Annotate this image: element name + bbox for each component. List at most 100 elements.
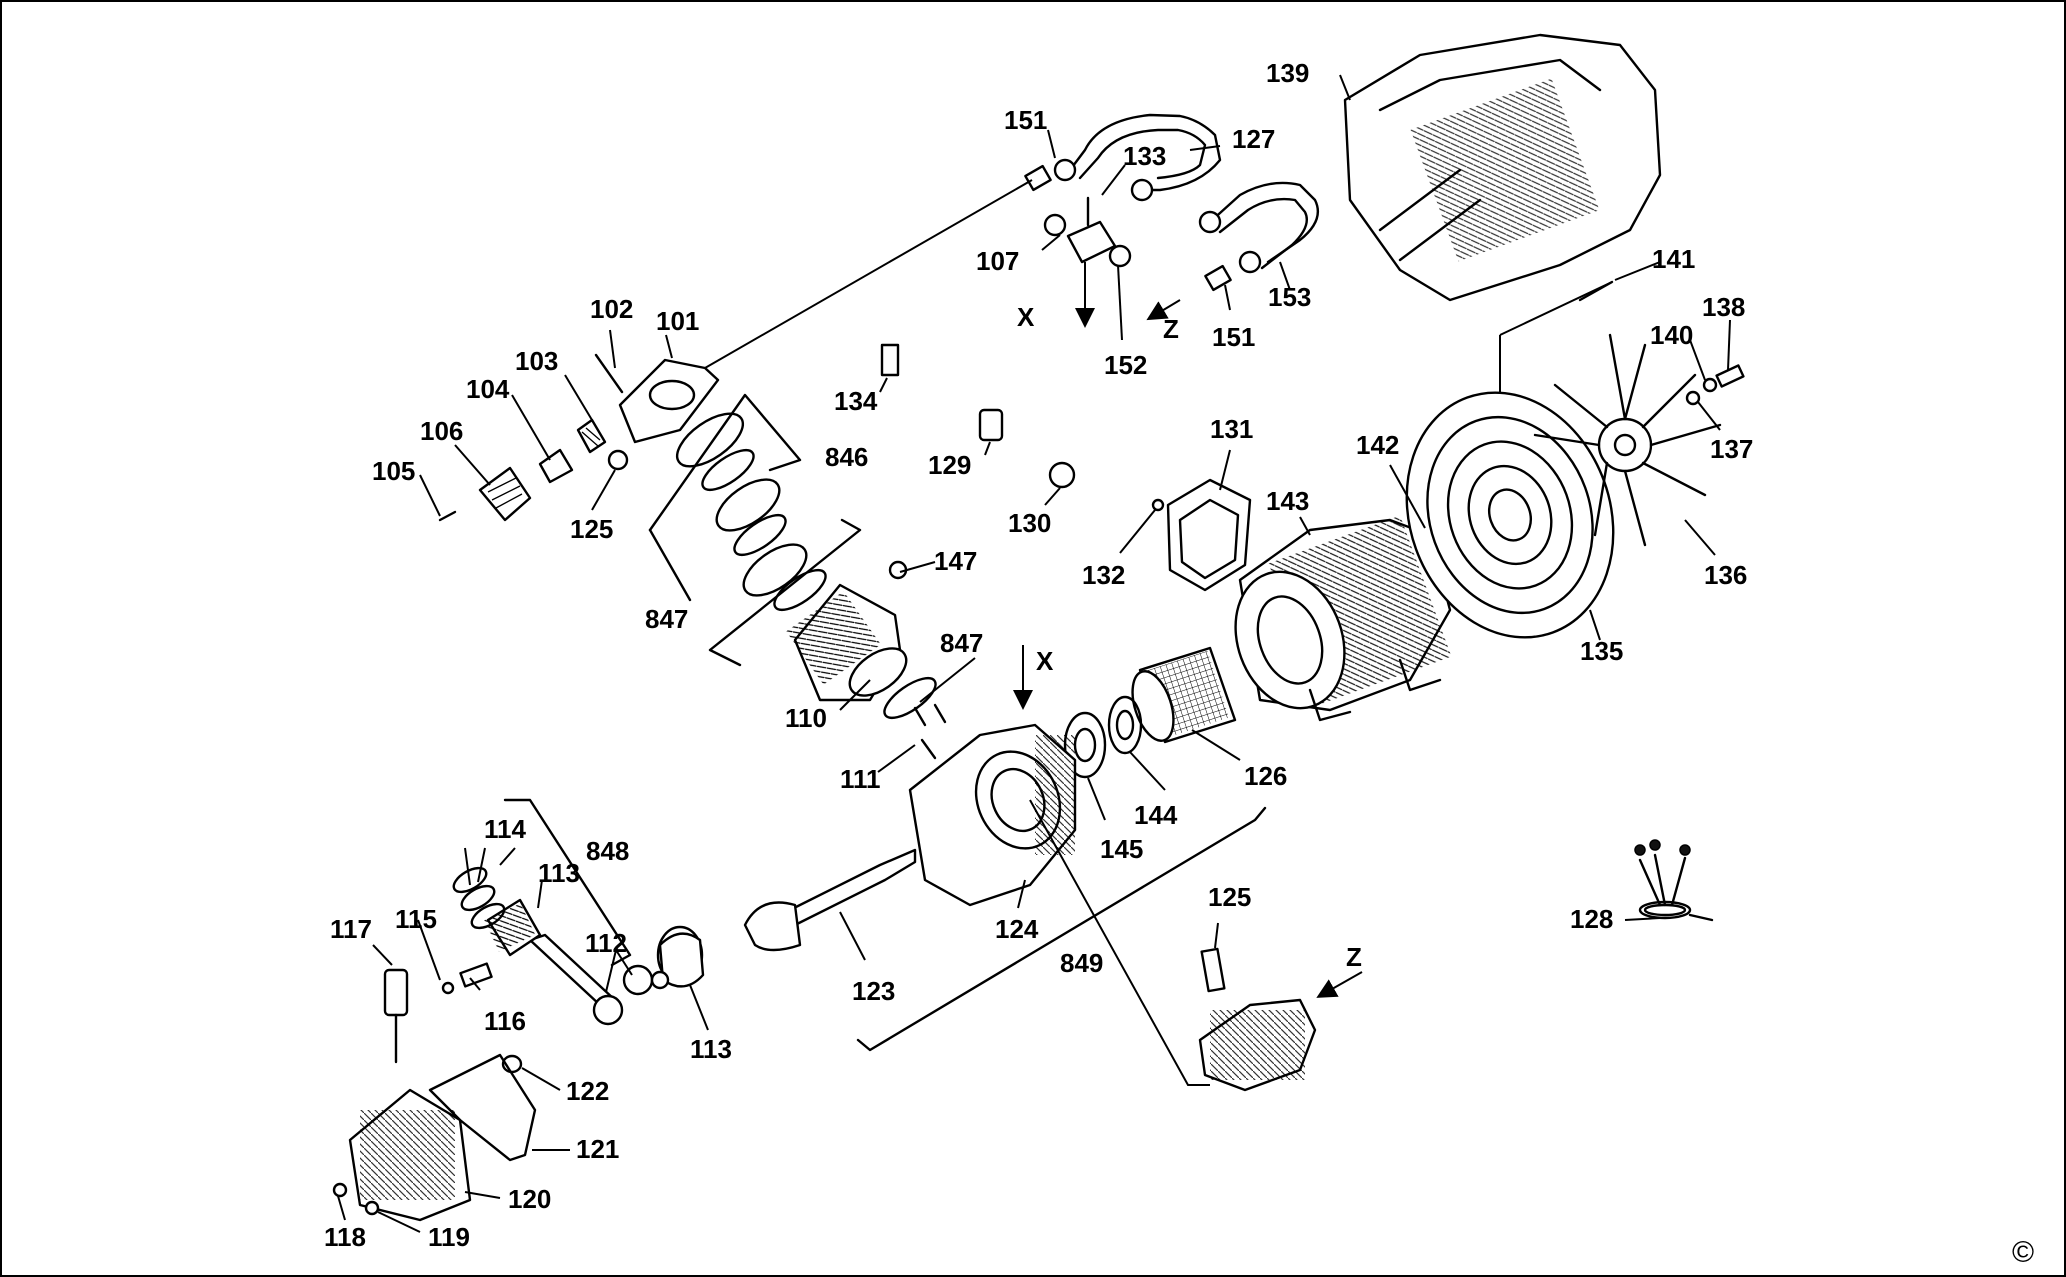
crankcase-group: [441, 645, 1363, 1092]
label-105: 105: [372, 456, 415, 486]
label-128: 128: [1570, 904, 1613, 934]
label-134: 134: [834, 386, 878, 416]
label-118: 118: [324, 1222, 366, 1252]
delivery-tube-group: [704, 113, 1320, 489]
label-101: 101: [656, 306, 699, 336]
label-132: 132: [1082, 560, 1125, 590]
part-138-bolt: [1715, 364, 1745, 388]
fan-cover-group: [1343, 33, 1745, 639]
label-153: 153: [1268, 282, 1311, 312]
label-113a: 113: [538, 858, 580, 888]
label-145: 145: [1100, 834, 1143, 864]
part-118-screw: [332, 1182, 348, 1198]
label-107: 107: [976, 246, 1019, 276]
label-x-cyl: X: [1036, 646, 1054, 676]
part-132-screw: [1151, 498, 1165, 512]
label-133: 133: [1123, 141, 1166, 171]
valve-plate-group: [438, 353, 947, 760]
part-101-head-cap: [618, 358, 720, 444]
label-125a: 125: [570, 514, 613, 544]
part-122-ring: [501, 1054, 523, 1074]
label-120: 120: [508, 1184, 551, 1214]
part-144-washer: [1107, 695, 1143, 755]
label-129: 129: [928, 450, 971, 480]
label-121: 121: [576, 1134, 619, 1164]
part-117-valve: [383, 968, 409, 1017]
label-125b: 125: [1208, 882, 1251, 912]
part-114-ring-2: [460, 884, 496, 912]
part-140-washer: [1702, 377, 1718, 393]
part-846-gasket-4: [733, 513, 787, 557]
part-107-plug: [1043, 213, 1067, 237]
part-153-tube: [1208, 181, 1320, 264]
part-labels: 151 127 133 107 X Z 152 151 153 102 101 …: [324, 58, 2034, 1269]
label-112: 112: [585, 928, 627, 958]
label-139: 139: [1266, 58, 1309, 88]
label-847a: 847: [645, 604, 688, 634]
label-114: 114: [484, 814, 526, 844]
bracket-847: [648, 518, 862, 667]
head-cover-group: [332, 968, 537, 1222]
label-847b: 847: [940, 628, 983, 658]
label-103: 103: [515, 346, 558, 376]
label-142: 142: [1356, 430, 1399, 460]
part-151-fitting-low: [1204, 264, 1232, 292]
label-119: 119: [428, 1222, 470, 1252]
part-127-tube: [1068, 113, 1222, 192]
part-115-clip: [441, 981, 455, 995]
label-106: 106: [420, 416, 463, 446]
label-147: 147: [934, 546, 977, 576]
label-127: 127: [1232, 124, 1275, 154]
label-x-top: X: [1017, 302, 1035, 332]
copyright-mark: ©: [2012, 1236, 2034, 1269]
label-137: 137: [1710, 434, 1753, 464]
part-114-ring-3: [470, 902, 506, 930]
label-846: 846: [825, 442, 868, 472]
part-134: [880, 343, 900, 377]
label-138: 138: [1702, 292, 1745, 322]
part-128-cable: [1634, 839, 1714, 922]
label-151a: 151: [1004, 105, 1047, 135]
part-133-tee: [1066, 220, 1117, 264]
part-846-gasket-3: [715, 478, 781, 532]
bracket-848: [503, 798, 632, 967]
part-102-bolt: [594, 353, 624, 394]
part-151-fitting-top: [1024, 164, 1052, 192]
part-119-screw: [364, 1200, 380, 1216]
label-135: 135: [1580, 636, 1623, 666]
label-151b: 151: [1212, 322, 1255, 352]
part-114-ring-1: [452, 866, 488, 894]
label-124: 124: [995, 914, 1039, 944]
label-131: 131: [1210, 414, 1253, 444]
label-140: 140: [1650, 320, 1693, 350]
part-847-gasket-5: [742, 543, 808, 597]
part-104-reed: [538, 448, 574, 484]
part-125-bolt: [1200, 947, 1226, 993]
label-z-low: Z: [1346, 942, 1362, 972]
part-105-screw: [438, 510, 457, 522]
part-846-gasket-1: [676, 412, 744, 468]
part-846-gasket-2: [701, 448, 755, 492]
label-123: 123: [852, 976, 895, 1006]
part-123-crankshaft: [788, 848, 917, 927]
label-136: 136: [1704, 560, 1747, 590]
label-117: 117: [330, 914, 372, 944]
part-116-pin: [459, 962, 493, 988]
label-152: 152: [1104, 350, 1147, 380]
label-143: 143: [1266, 486, 1309, 516]
label-104: 104: [466, 374, 510, 404]
part-125-fitting-top: [607, 449, 629, 471]
part-111-dowels: [913, 703, 947, 760]
label-115: 115: [395, 904, 437, 934]
label-113b: 113: [690, 1034, 732, 1064]
part-152-fitting: [1108, 244, 1132, 268]
part-103-gasket: [576, 418, 607, 454]
part-847-gasket-6: [773, 568, 827, 612]
label-102: 102: [590, 294, 633, 324]
bracket-849: [856, 806, 1267, 1052]
part-151-nut-a: [1053, 158, 1077, 182]
part-847-oring: [883, 676, 937, 720]
label-144: 144: [1134, 800, 1178, 830]
label-116: 116: [484, 1006, 526, 1036]
label-126: 126: [1244, 761, 1287, 791]
